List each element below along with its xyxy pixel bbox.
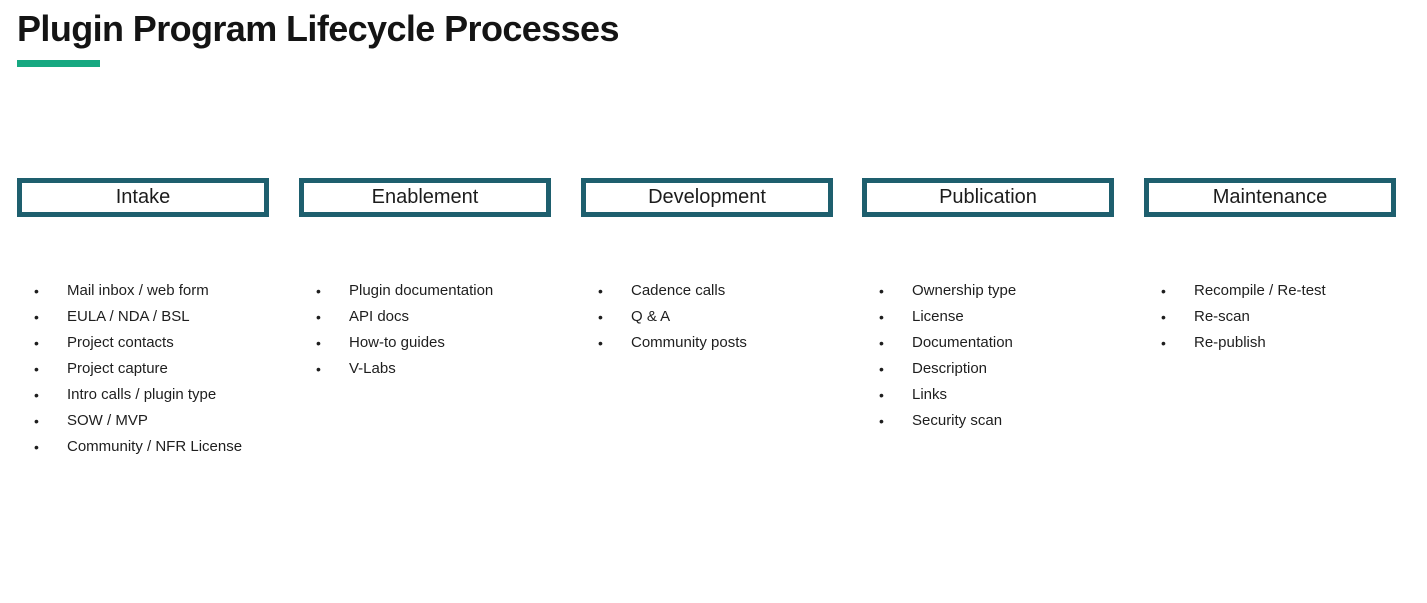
stage-header-label: Enablement [371,186,479,208]
list-item: • Security scan [862,408,1114,434]
list-item: • Community posts [581,330,833,356]
list-item: • V-Labs [299,356,551,382]
bullet-marker: • [34,335,39,351]
bullet-marker: • [598,309,603,325]
stage-item-list: • Recompile / Re-test • Re-scan • Re-publis… [1144,278,1396,356]
list-item: • Intro calls / plugin type [17,382,269,408]
list-item-text: How-to guides [349,334,445,351]
bullet-marker: • [316,361,321,377]
list-item: • Project capture [17,356,269,382]
stage-item-list: •Ownership type •License •Documentation … [862,278,1114,434]
list-item: • Q & A [581,304,833,330]
bullet-marker: • [316,283,321,299]
column-publication: Publication • Ownership type • License • Do… [862,178,1114,434]
list-item-text: Cadence calls [631,282,726,299]
bullet-marker: • [1161,309,1166,325]
stage-item-list: • Mail inbox / web form • EULA / NDA / BSL… [17,278,269,460]
list-item: • Description [862,356,1114,382]
list-item-text: Q & A [631,308,671,325]
list-item: • API docs [299,304,551,330]
bullet-marker: • [879,335,884,351]
list-item: • Mail inbox / web form [17,278,269,304]
bullet-marker: • [598,283,603,299]
bullet-marker: • [34,361,39,377]
list-item-text: Documentation [912,334,1013,351]
list-item: • Plugin documentation [299,278,551,304]
list-item: • EULA / NDA / BSL [17,304,269,330]
list-item-text: Project capture [67,360,168,377]
bullet-marker: • [879,361,884,377]
list-item: • Links [862,382,1114,408]
list-item: • Cadence calls [581,278,833,304]
list-item-text: SOW / MVP [67,412,148,429]
list-item-text: Plugin documentation [349,282,494,299]
bullet-marker: • [879,413,884,429]
stage-header-label: Development [648,186,766,208]
bullet-marker: • [1161,283,1166,299]
bullet-marker: • [316,309,321,325]
list-item-text: Security scan [912,412,1003,429]
list-item-text: API docs [349,308,410,325]
bullet-marker: • [34,283,39,299]
column-development: Development • Cadence calls • Q & A • Commu… [581,178,833,356]
list-item: • Recompile / Re-test [1144,278,1396,304]
list-item: • License [862,304,1114,330]
column-maintenance: Maintenance • Recompile / Re-test • Re-sca… [1144,178,1396,356]
bullet-marker: • [34,413,39,429]
bullet-marker: • [1161,335,1166,351]
list-item-text: Community posts [631,334,747,351]
list-item: • Community / NFR License [17,434,269,460]
list-item-text: V-Labs [349,360,396,377]
bullet-marker: • [879,309,884,325]
list-item-text: Re-scan [1194,308,1250,325]
list-item-text: Description [912,360,988,377]
bullet-marker: • [879,283,884,299]
stage-header-label: Publication [939,186,1037,208]
title-underline [17,60,100,67]
list-item-text: Intro calls / plugin type [67,386,217,403]
stage-header-label: Intake [115,186,171,208]
stage-header-box-publication: Publication [862,178,1114,217]
list-item-text: Recompile / Re-test [1194,282,1326,299]
list-item-text: Links [912,386,948,403]
list-item-text: Project contacts [67,334,174,351]
column-enablement: Enablement • Plugin documentation • API do… [299,178,551,382]
stage-item-list: • Cadence calls • Q & A • Community posts [581,278,833,356]
bullet-marker: • [34,309,39,325]
list-item-text: License [912,308,964,325]
stage-header-box-maintenance: Maintenance [1144,178,1396,217]
list-item: • How-to guides [299,330,551,356]
bullet-marker: • [34,387,39,403]
list-item: • Re-publish [1144,330,1396,356]
list-item-text: Community / NFR License [67,438,243,455]
stage-header-box-enablement: Enablement [299,178,551,217]
list-item-text: Mail inbox / web form [67,282,209,299]
stage-item-list: • Plugin documentation • API docs • How-to … [299,278,551,382]
stage-header-box-development: Development [581,178,833,217]
column-intake: Intake • Mail inbox / web form • EULA / ND… [17,178,269,460]
list-item-text: EULA / NDA / BSL [67,308,190,325]
bullet-marker: • [34,439,39,455]
list-item: • Documentation [862,330,1114,356]
list-item: • Project contacts [17,330,269,356]
stage-header-box-intake: Intake [17,178,269,217]
list-item-text: Ownership type [912,282,1017,299]
bullet-marker: • [598,335,603,351]
list-item: • SOW / MVP [17,408,269,434]
bullet-marker: • [316,335,321,351]
bullet-marker: • [879,387,884,403]
list-item: • Ownership type [862,278,1114,304]
page-title: Plugin Program Lifecycle Processes [17,8,619,49]
list-item: • Re-scan [1144,304,1396,330]
stage-header-label: Maintenance [1212,186,1328,208]
list-item-text: Re-publish [1194,334,1266,351]
